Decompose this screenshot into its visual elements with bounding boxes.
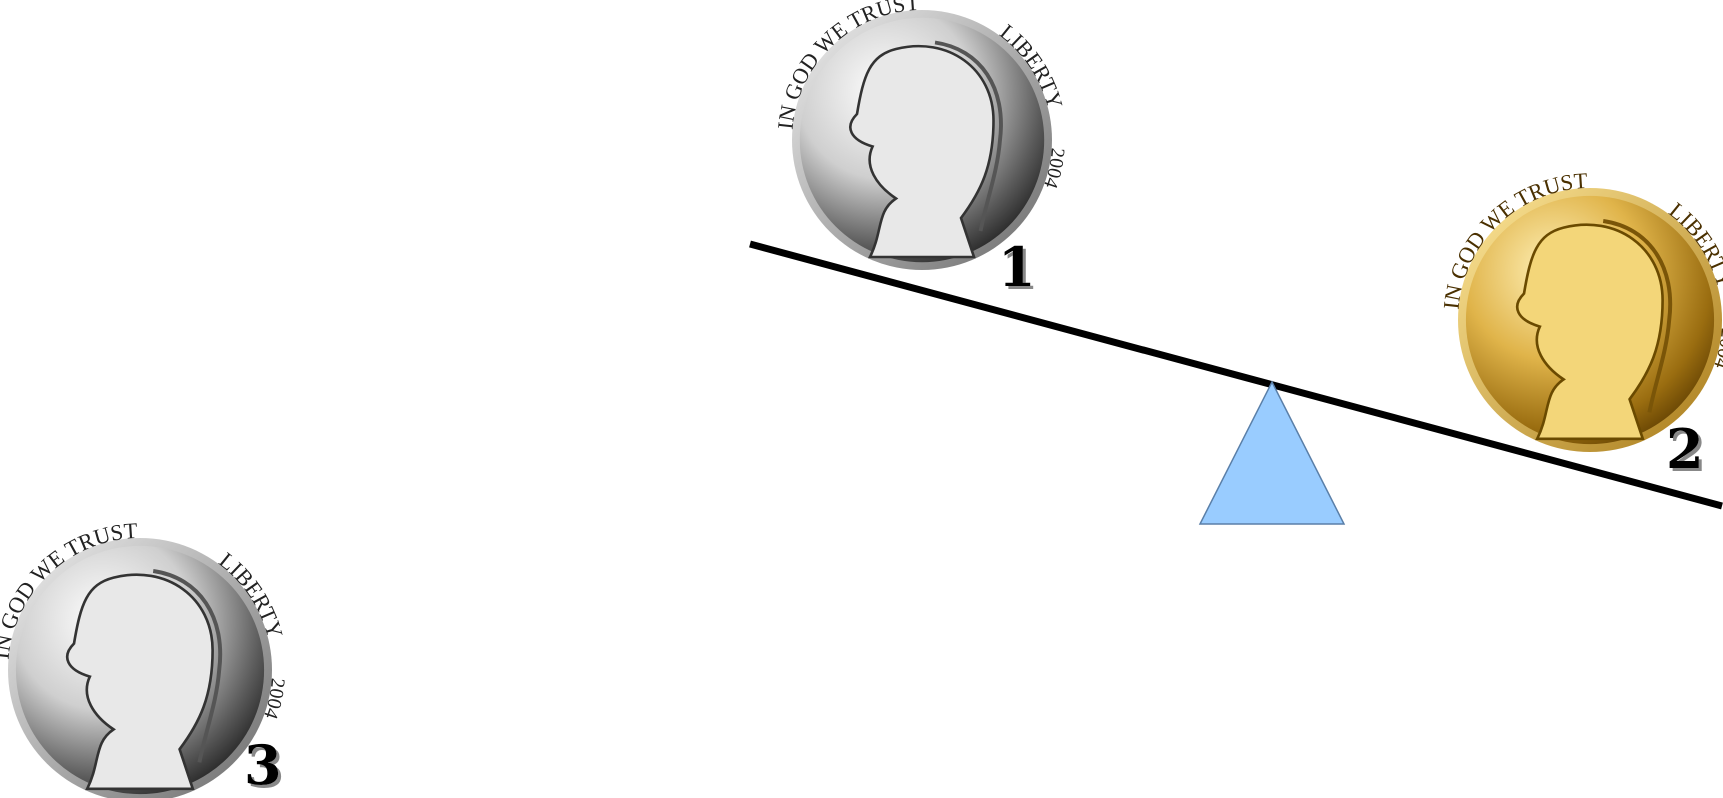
coin-label-2: 2 — [1666, 417, 1704, 481]
fulcrum-triangle — [1200, 382, 1344, 524]
coin-1: IN GOD WE TRUST LIBERTY 2004 — [772, 0, 1067, 270]
coin-2: IN GOD WE TRUST LIBERTY 2004 — [1438, 168, 1723, 452]
coin-label-3: 3 — [244, 733, 282, 797]
coin-label-1: 1 — [998, 235, 1036, 299]
